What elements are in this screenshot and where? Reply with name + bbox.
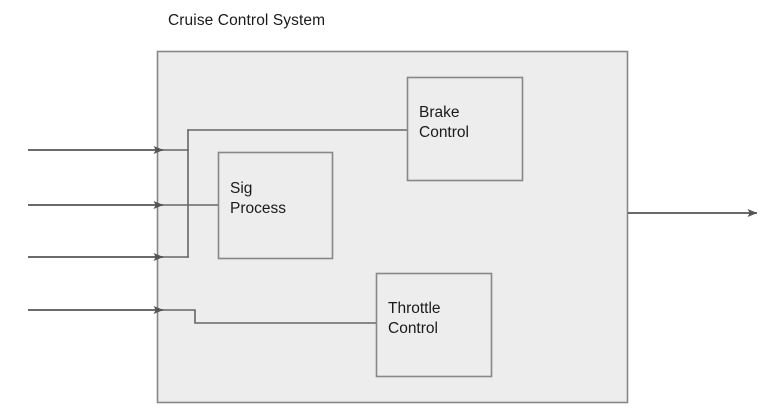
input-arrow-group [28, 146, 164, 314]
block-sig-process[interactable] [217, 151, 334, 260]
page-title: Cruise Control System [168, 12, 326, 29]
block-throttle-control[interactable] [375, 272, 493, 378]
connector-group [162, 129, 408, 324]
block-brake-control[interactable] [406, 76, 524, 182]
connector-input4-to-throttle-control [162, 309, 377, 324]
